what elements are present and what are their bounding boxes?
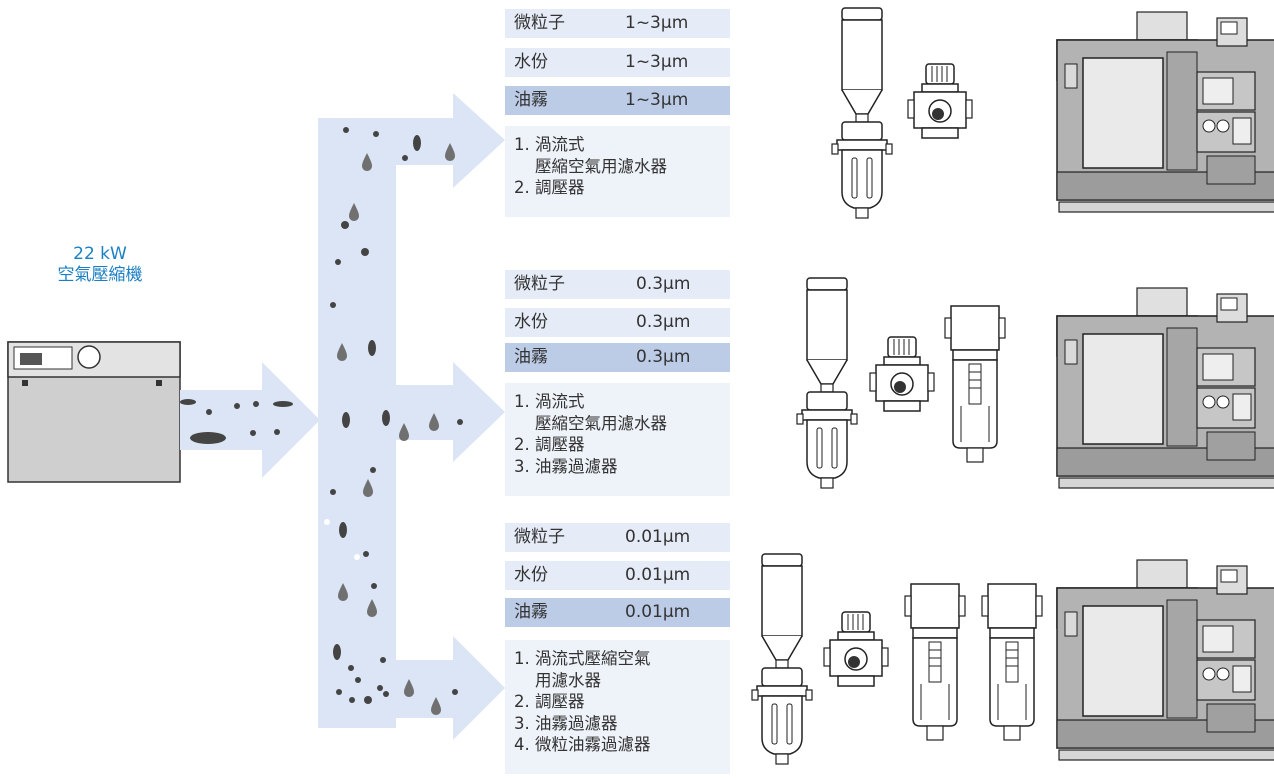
component-item: 3. 油霧過濾器 [514, 456, 618, 476]
spec-label: 微粒子 [514, 13, 565, 33]
spec-value: 1~3μm [625, 52, 689, 72]
spec-label: 微粒子 [514, 274, 565, 294]
component-item: 2. 調壓器 [514, 435, 585, 454]
spec-row-oil-mist: 油霧 0.01μm [505, 598, 730, 627]
compressor-label: 22 kW 空氣壓縮機 [30, 244, 170, 286]
spec-row-water: 水份 0.01μm [505, 561, 730, 590]
component-list: 1. 渦流式 壓縮空氣用濾水器 2. 調壓器 3. 油霧過濾器 [505, 383, 730, 496]
branch-1-equipment [831, 7, 1274, 219]
spec-value: 0.3μm [636, 274, 691, 294]
component-item: 壓縮空氣用濾水器 [535, 156, 667, 176]
component-item: 3. 油霧過濾器 [514, 713, 618, 733]
compressor-name: 空氣壓縮機 [57, 265, 143, 285]
component-list: 1. 渦流式 壓縮空氣用濾水器 2. 調壓器 [505, 126, 730, 217]
spec-label: 油霧 [514, 602, 548, 622]
spec-row-oil-mist: 油霧 1~3μm [505, 86, 730, 115]
spec-row-water: 水份 1~3μm [505, 48, 730, 77]
contaminant-particles [180, 127, 463, 715]
spec-value: 0.01μm [625, 602, 691, 622]
spec-value: 1~3μm [625, 13, 689, 33]
component-item: 壓縮空氣用濾水器 [535, 413, 667, 433]
branch-3-equipment [751, 553, 1274, 765]
spec-label: 油霧 [514, 347, 548, 367]
component-item: 2. 調壓器 [514, 178, 585, 197]
spec-row-particle: 微粒子 0.3μm [505, 270, 730, 299]
component-item: 4. 微粒油霧過濾器 [514, 735, 651, 754]
spec-label: 水份 [514, 565, 548, 585]
spec-label: 微粒子 [514, 527, 565, 547]
component-item: 用濾水器 [535, 670, 601, 690]
component-list: 1. 渦流式壓縮空氣 用濾水器 2. 調壓器 3. 油霧過濾器 4. 微粒油霧過… [505, 640, 730, 774]
spec-label: 水份 [514, 312, 548, 332]
compressor-power: 22 kW [73, 244, 127, 264]
component-item: 1. 渦流式壓縮空氣 [514, 649, 651, 668]
spec-label: 水份 [514, 52, 548, 72]
spec-value: 1~3μm [625, 90, 689, 110]
spec-label: 油霧 [514, 90, 548, 110]
component-item: 1. 渦流式 [514, 392, 585, 411]
branch-2-equipment [796, 277, 1274, 489]
spec-row-water: 水份 0.3μm [505, 308, 730, 337]
spec-row-oil-mist: 油霧 0.3μm [505, 343, 730, 372]
spec-row-particle: 微粒子 0.01μm [505, 523, 730, 552]
component-item: 1. 渦流式 [514, 135, 585, 154]
spec-value: 0.3μm [636, 312, 691, 332]
spec-row-particle: 微粒子 1~3μm [505, 9, 730, 38]
compressor-unit [7, 341, 181, 483]
spec-value: 0.3μm [636, 347, 691, 367]
spec-value: 0.01μm [625, 527, 691, 547]
spec-value: 0.01μm [625, 565, 691, 585]
component-item: 2. 調壓器 [514, 692, 585, 711]
